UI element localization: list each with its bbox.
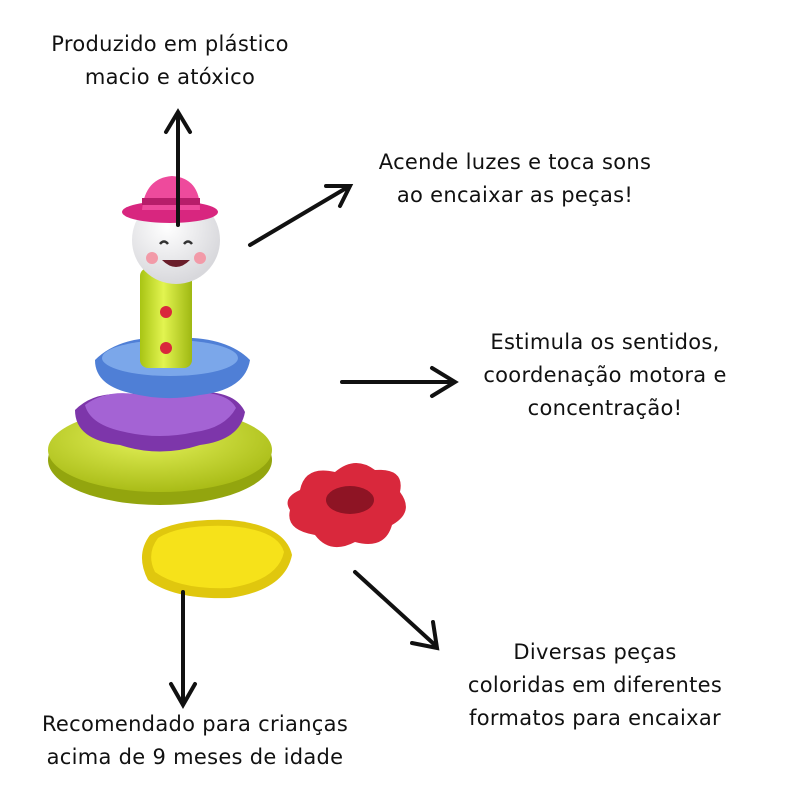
arrow-down-icon: [169, 590, 197, 710]
purple-star-ring: [75, 386, 245, 452]
arrow-up-right-icon: [248, 184, 354, 247]
toy-body: [140, 268, 192, 368]
caption-line: Recomendado para crianças: [41, 712, 349, 736]
caption-lights: Acende luzes e toca sons ao encaixar as …: [355, 146, 675, 212]
arrow-right-icon: [340, 366, 459, 398]
yellow-pad-piece: [141, 519, 292, 599]
caption-material: Produzido em plástico macio e atóxico: [20, 28, 320, 94]
caption-line: formatos para encaixar: [469, 706, 721, 730]
caption-pieces: Diversas peças coloridas em diferentes f…: [440, 636, 750, 735]
caption-line: macio e atóxico: [84, 65, 256, 89]
caption-line: ao encaixar as peças!: [396, 183, 634, 207]
pink-hat: [122, 176, 218, 223]
arrow-down-right-icon: [353, 570, 440, 651]
arrows: [164, 108, 459, 710]
caption-line: Produzido em plástico: [51, 32, 289, 56]
caption-line: acima de 9 meses de idade: [46, 745, 344, 769]
caption-line: Diversas peças: [513, 640, 677, 664]
arrow-up-icon: [164, 108, 192, 227]
caption-senses: Estimula os sentidos, coordenação motora…: [460, 326, 750, 425]
caption-line: coordenação motora e: [483, 363, 727, 387]
caption-line: concentração!: [527, 396, 683, 420]
caption-age: Recomendado para crianças acima de 9 mes…: [20, 708, 370, 774]
caption-line: Estimula os sentidos,: [490, 330, 720, 354]
red-flower-piece: [287, 462, 406, 548]
caption-line: Acende luzes e toca sons: [378, 150, 652, 174]
caption-line: coloridas em diferentes: [467, 673, 723, 697]
